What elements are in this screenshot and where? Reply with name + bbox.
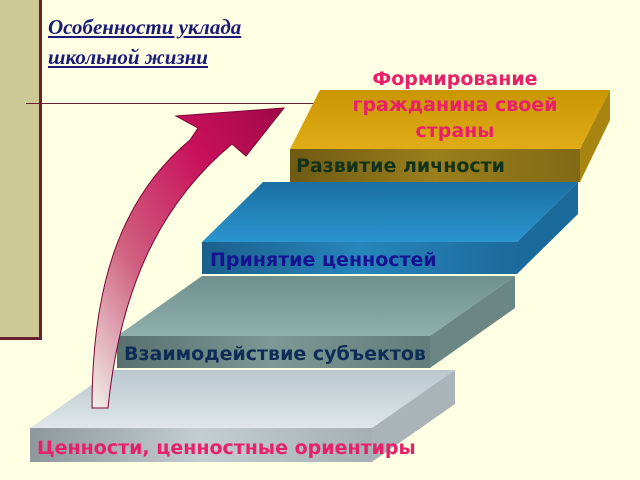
- curved-up-right-arrow-icon: [91, 107, 286, 409]
- decorative-sidebar: [0, 0, 42, 340]
- step-1-block: [290, 90, 610, 182]
- step-2-label: Принятие ценностей: [210, 249, 437, 271]
- step-2-block: [202, 182, 578, 274]
- top-step-caption: Формирование гражданина своей страны: [352, 68, 558, 142]
- title-underline-rule: [26, 103, 320, 104]
- step-4-block: [30, 370, 455, 462]
- title-line-2: школьной жизни: [48, 45, 208, 69]
- step-4-label: Ценности, ценностные ориентиры: [37, 437, 416, 459]
- title-line-1: Особенности уклада: [48, 15, 242, 39]
- step-3-label: Взаимодействие субъектов: [124, 343, 426, 365]
- slide-title: Особенности уклада школьной жизни: [48, 12, 338, 72]
- step-3-block: [117, 276, 515, 368]
- step-1-label: Развитие личности: [296, 155, 505, 177]
